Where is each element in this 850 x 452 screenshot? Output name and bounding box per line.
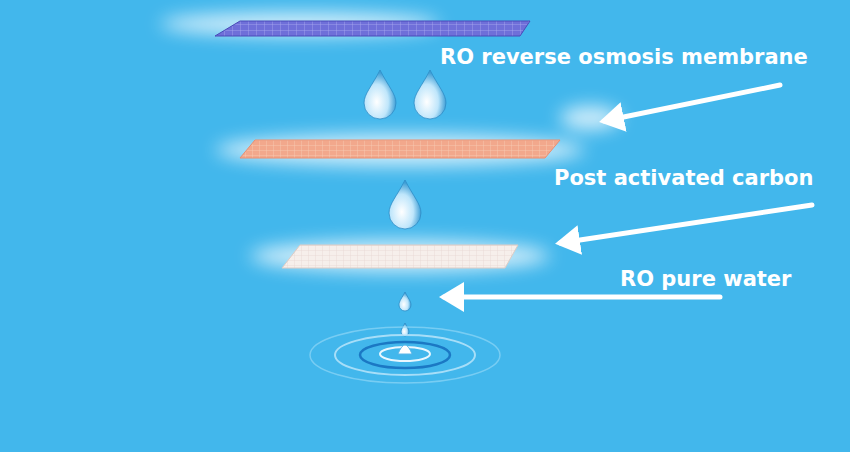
callout-label: RO pure water xyxy=(620,266,791,292)
leader-arrows xyxy=(444,85,812,297)
callout-label: RO reverse osmosis membrane xyxy=(440,44,808,70)
carbon-sheet xyxy=(240,140,560,158)
water-drops xyxy=(364,70,446,336)
ro-membrane-sheet xyxy=(215,21,530,36)
water-splash xyxy=(310,327,500,383)
callout-label: Post activated carbon xyxy=(554,165,813,191)
pure-water-sheet xyxy=(282,245,518,268)
